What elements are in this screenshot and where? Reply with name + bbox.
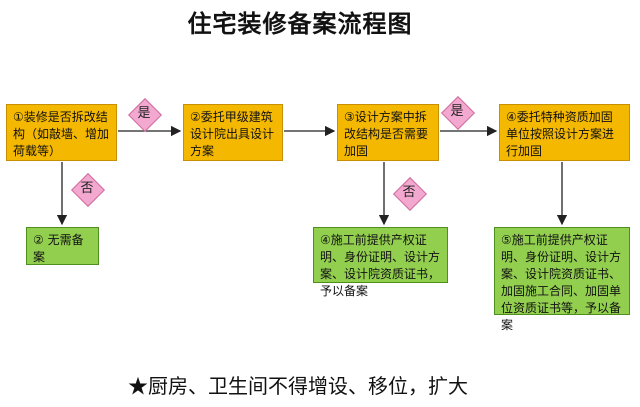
step-3-box: ③设计方案中拆改结构是否需要加固: [337, 104, 439, 161]
yes-label-1: 是: [137, 106, 151, 121]
no-label-2: 否: [402, 185, 416, 200]
step-1-box: ①装修是否拆改结构（如敲墙、增加荷载等）: [6, 104, 117, 161]
result-filing-box: ④施工前提供产权证明、身份证明、设计方案、设计院资质证书，予以备案: [313, 227, 448, 298]
yes-label-2: 是: [450, 104, 464, 119]
result-filing-reinforced-box: ⑤施工前提供产权证明、身份证明、设计方案、设计院资质证书、加固施工合同、加固单位…: [494, 227, 630, 332]
result-no-filing-box: ② 无需备案: [26, 227, 99, 265]
footer-note: ★厨房、卫生间不得增设、移位，扩大: [128, 374, 468, 398]
page-title: 住宅装修备案流程图: [187, 9, 413, 38]
step-2-box: ②委托甲级建筑设计院出具设计方案: [183, 104, 283, 161]
no-label-1: 否: [80, 181, 94, 196]
step-4-box: ④委托特种资质加固单位按照设计方案进行加固: [499, 104, 630, 161]
